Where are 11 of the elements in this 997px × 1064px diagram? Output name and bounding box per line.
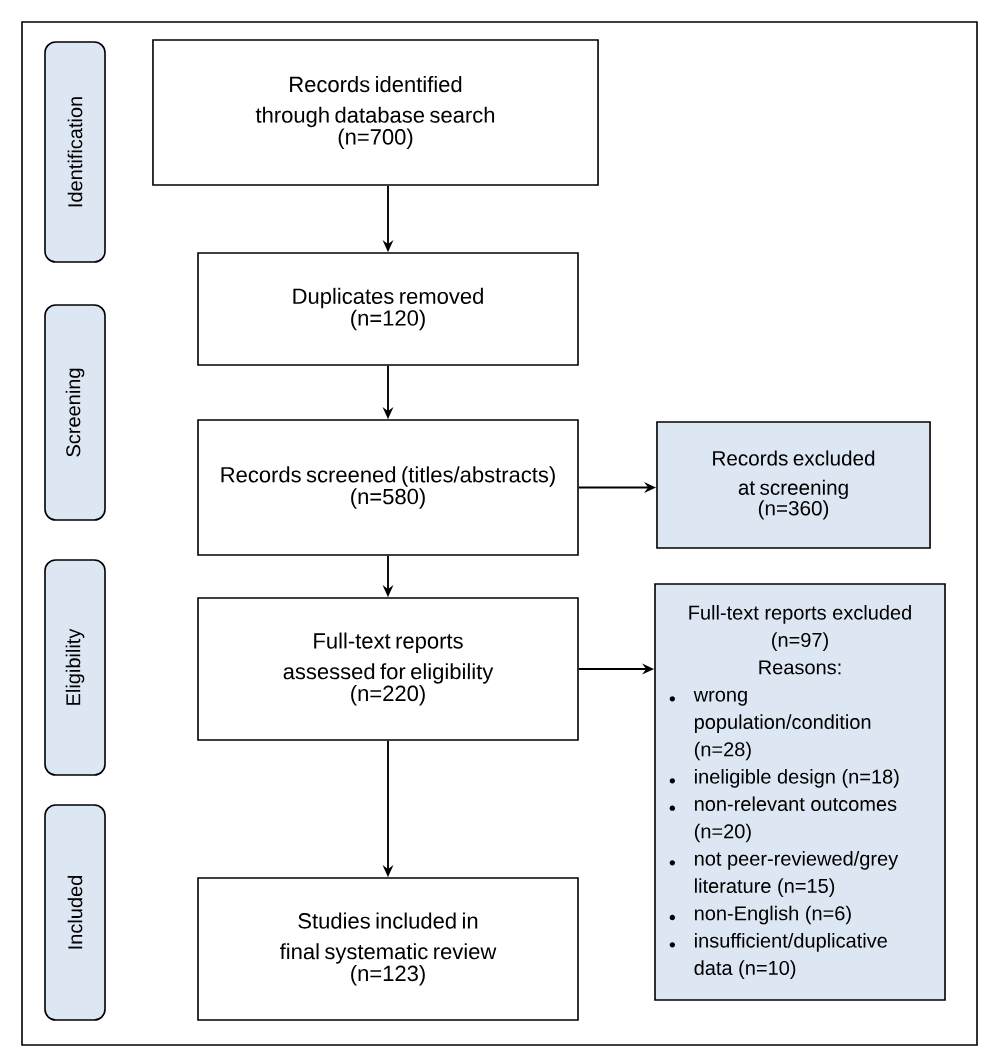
stage-label: Screening: [44, 304, 106, 521]
stage-label: Eligibility: [44, 559, 106, 776]
stage-label: Included: [44, 804, 106, 1021]
process-box: Duplicates removed (n=120): [197, 252, 579, 366]
process-box: Studies included in final systematic review (n=123): [197, 877, 579, 1021]
exclusion-box: Full-text reports excluded (n=97) Reasons: wrong population/condition (n=28) ineligible design (n=18) non-relevant outcomes (n=20) not peer-reviewed/grey literature (n=15) non-English (n=6) insufficient/duplicative data (n=10): [654, 583, 946, 1001]
process-box: Records identified through database search (n=700): [152, 39, 599, 186]
process-box: Full-text reports assessed for eligibility (n=220): [197, 597, 579, 741]
process-box: Records screened (titles/abstracts) (n=580): [197, 419, 579, 556]
exclusion-box: Records excluded at screening (n=360): [656, 421, 931, 549]
stage-label: Identification: [44, 41, 106, 263]
